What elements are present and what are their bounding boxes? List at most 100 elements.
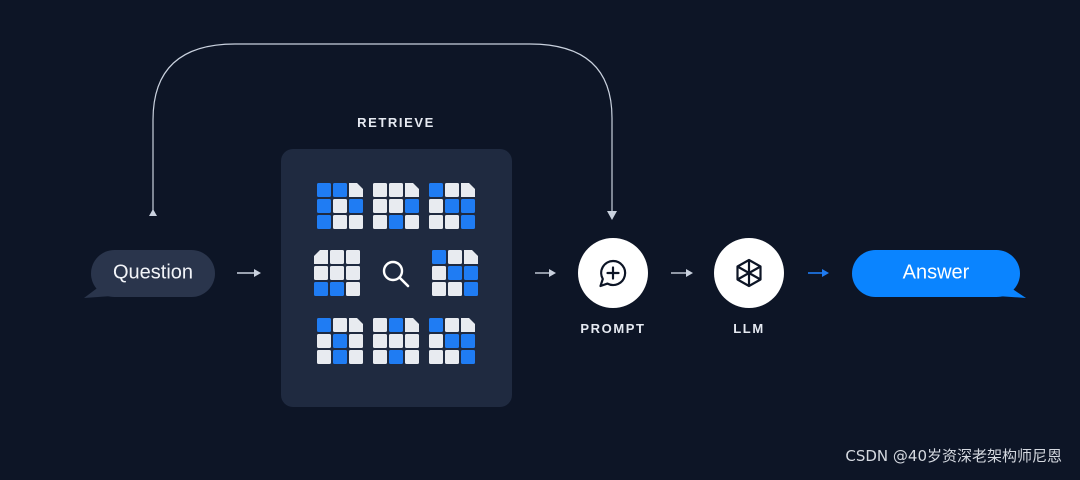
document-cell <box>429 215 443 229</box>
document-cell <box>389 334 403 348</box>
arrow-llm-to-answer <box>808 269 829 277</box>
arrow-prompt-to-llm <box>671 269 693 277</box>
document-cell <box>429 199 443 213</box>
document-cell <box>448 266 462 280</box>
document-cell <box>429 350 443 364</box>
arrow-question-to-retrieve <box>237 269 261 277</box>
document-cell <box>389 318 403 332</box>
document-grid-icon <box>373 318 419 364</box>
document-cell <box>373 334 387 348</box>
document-grid-icon <box>432 250 478 296</box>
document-cell <box>445 350 459 364</box>
document-cell <box>432 266 446 280</box>
document-cell <box>389 199 403 213</box>
document-cell <box>317 334 331 348</box>
document-cell <box>429 334 443 348</box>
document-cell <box>346 282 360 296</box>
document-cell <box>333 318 347 332</box>
document-cell <box>333 350 347 364</box>
document-cell <box>448 250 462 264</box>
document-cell <box>461 318 475 332</box>
document-cell <box>349 215 363 229</box>
document-cell <box>464 282 478 296</box>
document-cell <box>317 350 331 364</box>
document-cell <box>333 215 347 229</box>
document-cell <box>389 215 403 229</box>
document-cell <box>314 266 328 280</box>
document-grid-icon <box>373 183 419 229</box>
document-cell <box>373 183 387 197</box>
document-cell <box>373 215 387 229</box>
watermark: CSDN @40岁资深老架构师尼恩 <box>845 447 1062 465</box>
document-cell <box>429 183 443 197</box>
document-grid-icon <box>314 250 360 296</box>
cube-icon <box>736 258 762 288</box>
answer-bubble <box>852 250 1026 298</box>
document-cell <box>373 318 387 332</box>
question-label: Question <box>112 261 194 284</box>
document-cell <box>317 215 331 229</box>
document-cell <box>432 282 446 296</box>
chat-bubble-plus-icon <box>599 259 627 288</box>
document-cell <box>405 199 419 213</box>
document-cell <box>461 183 475 197</box>
document-cell <box>373 199 387 213</box>
question-bubble <box>84 250 215 298</box>
retrieve-label: RETRIEVE <box>357 115 435 130</box>
answer-label: Answer <box>902 261 970 284</box>
document-cell <box>464 266 478 280</box>
magnifier-icon <box>382 260 410 288</box>
document-cell <box>461 350 475 364</box>
document-cell <box>317 318 331 332</box>
document-cell <box>432 250 446 264</box>
document-cell <box>461 215 475 229</box>
document-cell <box>405 318 419 332</box>
document-cell <box>389 350 403 364</box>
document-cell <box>330 282 344 296</box>
document-grid-icon <box>429 183 475 229</box>
bypass-arc <box>152 43 613 215</box>
document-cell <box>461 334 475 348</box>
prompt-label: PROMPT <box>580 321 646 336</box>
arrow-retrieve-to-prompt <box>535 269 556 277</box>
document-cell <box>349 334 363 348</box>
llm-label: LLM <box>733 321 765 336</box>
document-cell <box>333 334 347 348</box>
document-cell <box>346 250 360 264</box>
document-cell <box>330 250 344 264</box>
document-cell <box>445 183 459 197</box>
document-cell <box>429 318 443 332</box>
document-cell <box>349 350 363 364</box>
document-cell <box>349 183 363 197</box>
document-cell <box>333 199 347 213</box>
arc-start-arrowhead <box>149 209 157 216</box>
document-cell <box>445 199 459 213</box>
document-cell <box>405 183 419 197</box>
document-cell <box>445 318 459 332</box>
document-cell <box>445 215 459 229</box>
document-cell <box>346 266 360 280</box>
document-cell <box>389 183 403 197</box>
document-cell <box>405 334 419 348</box>
document-cell <box>349 199 363 213</box>
document-grid-icon <box>317 318 363 364</box>
document-grid-icon <box>317 183 363 229</box>
document-cell <box>405 350 419 364</box>
document-cell <box>349 318 363 332</box>
document-cell <box>317 183 331 197</box>
document-cell <box>461 199 475 213</box>
document-grid-icon <box>429 318 475 364</box>
arc-end-arrowhead <box>607 211 617 220</box>
document-cell <box>464 250 478 264</box>
document-cell <box>314 282 328 296</box>
document-cell <box>314 250 328 264</box>
document-cell <box>445 334 459 348</box>
document-cell <box>448 282 462 296</box>
document-cell <box>405 215 419 229</box>
document-cell <box>333 183 347 197</box>
document-cell <box>317 199 331 213</box>
document-grid <box>314 183 478 364</box>
document-cell <box>373 350 387 364</box>
